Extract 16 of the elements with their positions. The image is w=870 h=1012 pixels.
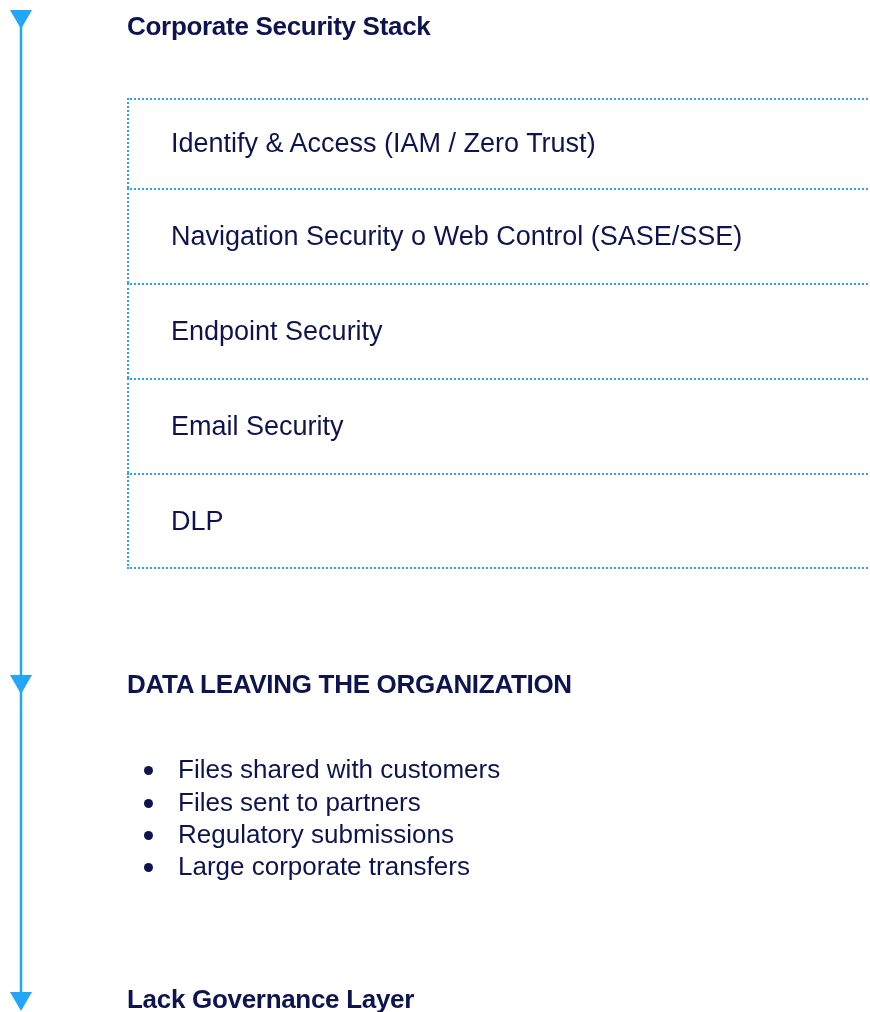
stack-row <box>127 283 870 378</box>
list-item: Large corporate transfers <box>178 851 470 882</box>
stack-row <box>127 378 870 473</box>
layer-label: Email Security <box>171 410 344 442</box>
layer-label: DLP <box>171 506 224 537</box>
stack-row <box>127 188 870 283</box>
layer-label: Identify & Access (IAM / Zero Trust) <box>171 128 596 159</box>
section-heading: Corporate Security Stack <box>127 11 431 42</box>
section-heading: DATA LEAVING THE ORGANIZATION <box>127 669 572 700</box>
list-item: Files shared with customers <box>178 754 501 785</box>
list-item: Files sent to partners <box>178 787 421 818</box>
list-item: Regulatory submissions <box>178 819 454 850</box>
stack-row <box>127 473 870 569</box>
layer-label: Endpoint Security <box>171 315 383 347</box>
layer-label: Navigation Security o Web Control (SASE/SSE) <box>171 220 743 252</box>
stack-row <box>127 98 870 188</box>
